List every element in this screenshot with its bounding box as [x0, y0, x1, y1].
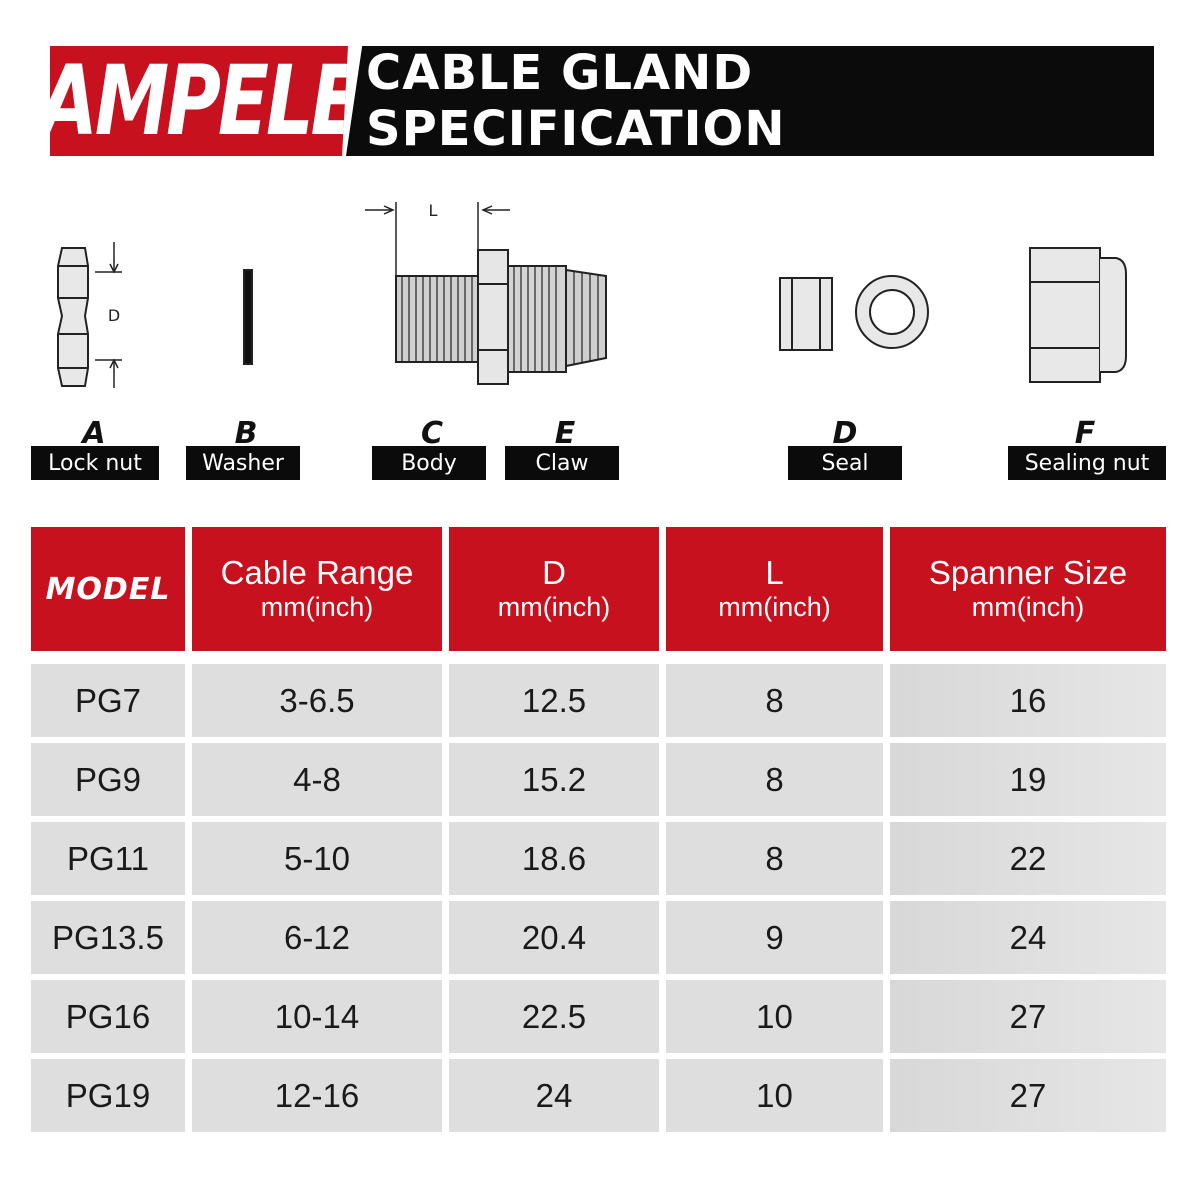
- part-label-claw: Claw: [505, 446, 619, 480]
- part-label-body: Body: [372, 446, 486, 480]
- washer-drawing: [243, 269, 253, 365]
- cell-cable-range: 3-6.5: [192, 664, 442, 737]
- exploded-diagram: L D A Lock nut B Washer C Body E Claw D …: [0, 180, 1200, 500]
- part-letter-a: A: [82, 416, 106, 451]
- lock-nut-drawing: [57, 242, 122, 388]
- header-spanner-size-label: Spanner Size: [928, 554, 1128, 592]
- cell-d: 18.6: [449, 822, 659, 895]
- body-drawing: [365, 202, 567, 385]
- header-cable-range: Cable Range mm(inch): [192, 527, 442, 651]
- cell-l: 8: [666, 822, 883, 895]
- cell-spanner-size: 19: [890, 743, 1166, 816]
- header-model-label: MODEL: [45, 571, 171, 607]
- cell-model: PG13.5: [31, 901, 185, 974]
- part-letter-e: E: [554, 416, 576, 451]
- cell-spanner-size: 16: [890, 664, 1166, 737]
- brand-name: AMPELE: [39, 45, 359, 157]
- cell-spanner-size: 27: [890, 980, 1166, 1053]
- cell-spanner-size: 24: [890, 901, 1166, 974]
- header-l-unit: mm(inch): [718, 591, 831, 622]
- cell-cable-range: 12-16: [192, 1059, 442, 1132]
- header-d: D mm(inch): [449, 527, 659, 651]
- claw-drawing: [565, 268, 607, 368]
- part-label-seal: Seal: [788, 446, 902, 480]
- cell-d: 15.2: [449, 743, 659, 816]
- parts-drawing: L D: [57, 201, 1127, 388]
- header-spanner-size: Spanner Size mm(inch): [890, 527, 1166, 651]
- part-letter-c: C: [420, 416, 444, 451]
- part-letter-d: D: [832, 416, 858, 451]
- page-title: CABLE GLAND SPECIFICATION: [366, 45, 786, 157]
- sealing-nut-drawing: [1029, 247, 1127, 383]
- cell-cable-range: 4-8: [192, 743, 442, 816]
- title-bar: CABLE GLAND SPECIFICATION: [346, 46, 1154, 156]
- part-letter-f: F: [1074, 416, 1096, 451]
- cell-model: PG7: [31, 664, 185, 737]
- header-model: MODEL: [31, 527, 185, 651]
- header-cable-range-unit: mm(inch): [260, 591, 374, 622]
- cell-l: 8: [666, 664, 883, 737]
- dimension-l-label: L: [429, 201, 438, 220]
- cell-d: 12.5: [449, 664, 659, 737]
- cell-model: PG9: [31, 743, 185, 816]
- cell-l: 10: [666, 980, 883, 1053]
- cell-spanner-size: 27: [890, 1059, 1166, 1132]
- dimension-d-label: D: [108, 306, 120, 325]
- cell-l: 8: [666, 743, 883, 816]
- cell-cable-range: 10-14: [192, 980, 442, 1053]
- brand-logo: AMPELE: [50, 46, 348, 156]
- cell-d: 20.4: [449, 901, 659, 974]
- cell-model: PG16: [31, 980, 185, 1053]
- part-label-sealing-nut: Sealing nut: [1008, 446, 1166, 480]
- cell-cable-range: 5-10: [192, 822, 442, 895]
- seal-drawing: [779, 275, 929, 351]
- cell-l: 9: [666, 901, 883, 974]
- part-label-lock-nut: Lock nut: [31, 446, 159, 480]
- header-d-unit: mm(inch): [497, 591, 611, 622]
- cell-model: PG19: [31, 1059, 185, 1132]
- header-cable-range-label: Cable Range: [220, 554, 414, 592]
- cell-spanner-size: 22: [890, 822, 1166, 895]
- cell-l: 10: [666, 1059, 883, 1132]
- header-l-label: L: [765, 554, 784, 592]
- header-l: L mm(inch): [666, 527, 883, 651]
- part-label-washer: Washer: [186, 446, 300, 480]
- header-spanner-size-unit: mm(inch): [971, 591, 1085, 622]
- cell-d: 22.5: [449, 980, 659, 1053]
- cell-model: PG11: [31, 822, 185, 895]
- cell-d: 24: [449, 1059, 659, 1132]
- cell-cable-range: 6-12: [192, 901, 442, 974]
- header-d-label: D: [542, 554, 566, 592]
- part-letter-b: B: [234, 416, 258, 451]
